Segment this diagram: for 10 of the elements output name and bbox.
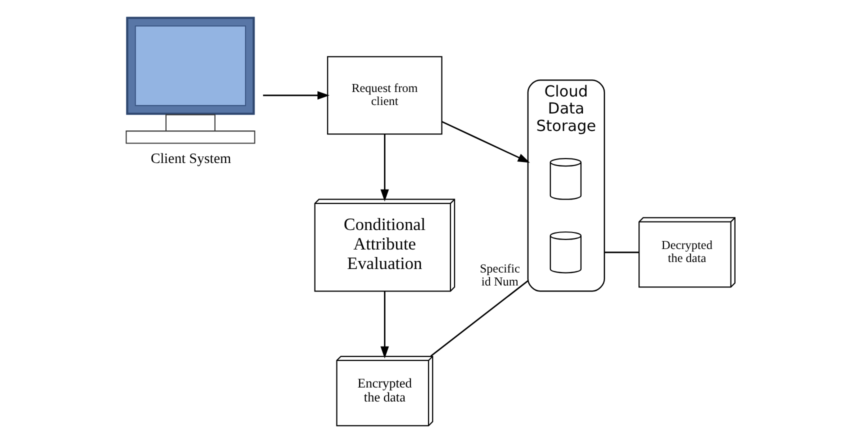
arrow <box>263 91 330 100</box>
node-label: Client System <box>150 150 232 167</box>
edge-label: Specific id Num <box>480 261 520 289</box>
connector <box>430 280 528 357</box>
arrow <box>442 120 530 163</box>
connector <box>604 252 639 254</box>
node-box: Request from client <box>327 56 442 135</box>
arrow <box>380 291 389 358</box>
arrow <box>380 134 389 202</box>
cluster: Cloud Data Storage <box>527 79 606 292</box>
